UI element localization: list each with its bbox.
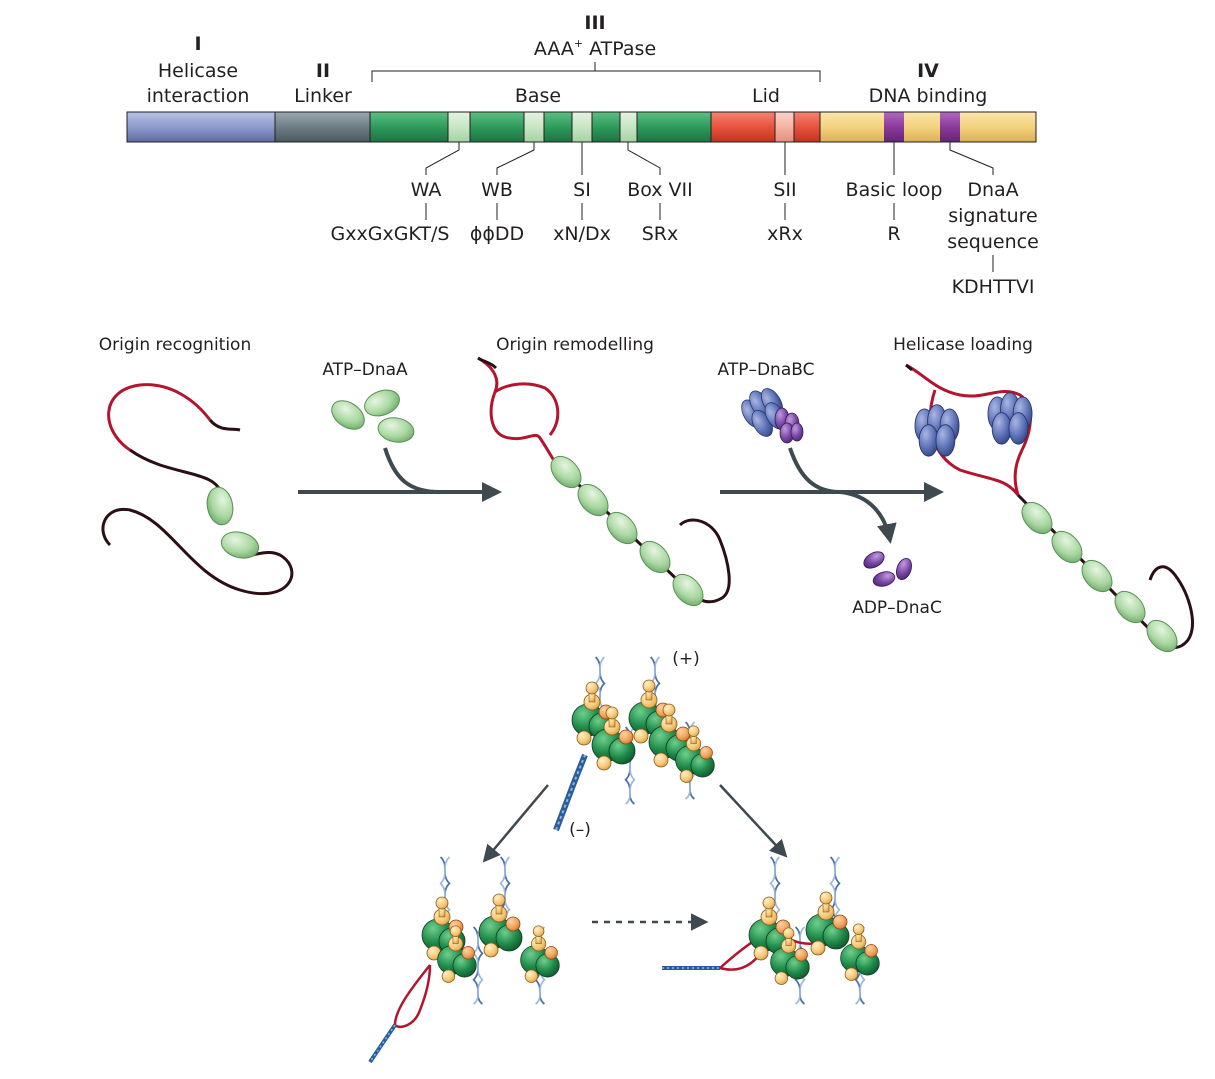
boxvii-leader (627, 142, 661, 220)
arrow-left-branch (482, 784, 549, 863)
top-filament (553, 656, 715, 832)
base-label: Base (515, 85, 561, 107)
minus-end-label: (–) (569, 820, 591, 840)
step-helicase-loading: Helicase loading (893, 335, 1033, 355)
loaded-helicase (987, 392, 1033, 445)
domain2-segment (275, 112, 370, 142)
wa-leader (425, 142, 460, 220)
sii-label: SII (773, 179, 796, 201)
dnaa-monomer (217, 527, 263, 563)
boxvii-label: Box VII (627, 179, 693, 201)
basic-loop-label: Basic loop (846, 179, 943, 201)
domain3-name: AAA+ ATPase (534, 37, 656, 60)
arrow-branch-dnac (839, 490, 897, 544)
bottom-left-filament (368, 856, 560, 1064)
lid-segment (711, 112, 820, 142)
domain-diagram: I Helicase interaction II Linker III AAA… (126, 12, 1039, 298)
wa-seq: GxxGxGKT/S (331, 223, 450, 245)
wa-motif-box (448, 112, 470, 142)
bottom-right-filament (662, 856, 880, 1005)
wb-seq: ϕϕDD (470, 223, 524, 245)
step-origin-remodelling: Origin remodelling (496, 335, 654, 355)
domain-bar (126, 111, 1037, 143)
sii-motif-box (775, 112, 794, 142)
domain3-bracket (371, 62, 821, 82)
si-motif-box (572, 112, 592, 142)
domain3-num: III (584, 12, 605, 34)
filament-section: (+) (–) (368, 649, 880, 1064)
product-adp-dnac: ADP–DnaC (852, 598, 942, 618)
domain1-name-line2: interaction (147, 85, 250, 107)
wb-motif-box (524, 112, 544, 142)
boxvii-seq: SRx (642, 223, 679, 245)
wa-label: WA (411, 179, 442, 201)
wb-leader (496, 142, 535, 220)
pathway: Origin recognition ATP–DnaA Origin remod… (99, 335, 1194, 658)
loaded-helicase (914, 404, 960, 457)
signature-line2: signature (948, 205, 1038, 227)
signature-box (940, 112, 960, 142)
basic-loop-seq: R (887, 223, 900, 245)
domain2-name: Linker (294, 85, 352, 107)
si-seq: xN/Dx (553, 223, 611, 245)
sii-seq: xRx (767, 223, 803, 245)
arrow-right-branch (719, 784, 788, 858)
released-dnac (863, 551, 912, 587)
origin-remodelling-diagram (477, 356, 731, 612)
reagent-atp-dnabc: ATP–DnaBC (718, 360, 815, 380)
arrow-join2 (788, 447, 841, 494)
signature-line3: sequence (947, 231, 1039, 253)
domain4-segment (820, 112, 1036, 142)
domain1-num: I (194, 33, 201, 55)
domain4-name: DNA binding (869, 85, 988, 107)
domain1-name-line1: Helicase (158, 60, 238, 82)
wb-label: WB (481, 179, 513, 201)
boxvii-motif-box (620, 112, 637, 142)
origin-recognition-diagram (101, 383, 294, 596)
arrow-join1 (383, 447, 441, 494)
domain1-segment (127, 112, 275, 142)
domain2-num: II (316, 60, 330, 82)
dnaa-monomer (203, 484, 237, 528)
signature-seq: KDHTTVI (952, 276, 1035, 298)
signature-line1: DnaA (967, 179, 1018, 201)
free-dnaa (325, 385, 417, 446)
lid-label: Lid (752, 85, 780, 107)
signature-leader (949, 142, 994, 272)
basic-loop-box (884, 112, 904, 142)
domain4-num: IV (917, 60, 939, 82)
reagent-atp-dnaa: ATP–DnaA (322, 360, 408, 380)
helicase-loading-diagram (905, 363, 1194, 658)
free-dnabc (734, 381, 804, 444)
plus-end-label: (+) (672, 649, 700, 669)
step-origin-recognition: Origin recognition (99, 335, 251, 355)
si-label: SI (573, 179, 591, 201)
